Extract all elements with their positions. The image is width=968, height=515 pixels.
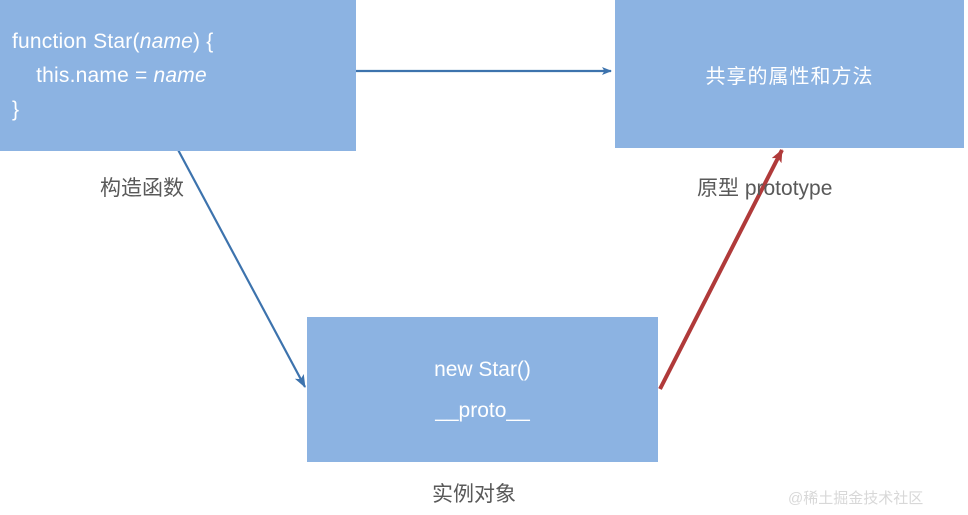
edge-constructor-to-instance xyxy=(175,145,306,388)
caption-constructor: 构造函数 xyxy=(100,177,184,200)
node-instance-object[interactable]: new Star() __proto__ xyxy=(307,317,658,462)
node-instance-line-new-star: new Star() xyxy=(434,357,531,381)
watermark: @稀土掘金技术社区 xyxy=(788,490,924,507)
node-instance-line-proto: __proto__ xyxy=(435,398,530,422)
code-line-close-brace: } xyxy=(12,97,20,121)
node-prototype-members[interactable]: 共享的属性和方法 xyxy=(615,0,964,148)
node-constructor-function[interactable]: function Star(name) { this.name = name } xyxy=(0,0,356,151)
caption-instance: 实例对象 xyxy=(432,483,516,506)
code-line-signature: function Star(name) { xyxy=(12,29,214,53)
code-line-assignment: this.name = name xyxy=(12,63,207,87)
node-prototype-label: 共享的属性和方法 xyxy=(705,65,874,88)
caption-prototype: 原型 prototype xyxy=(697,177,833,200)
